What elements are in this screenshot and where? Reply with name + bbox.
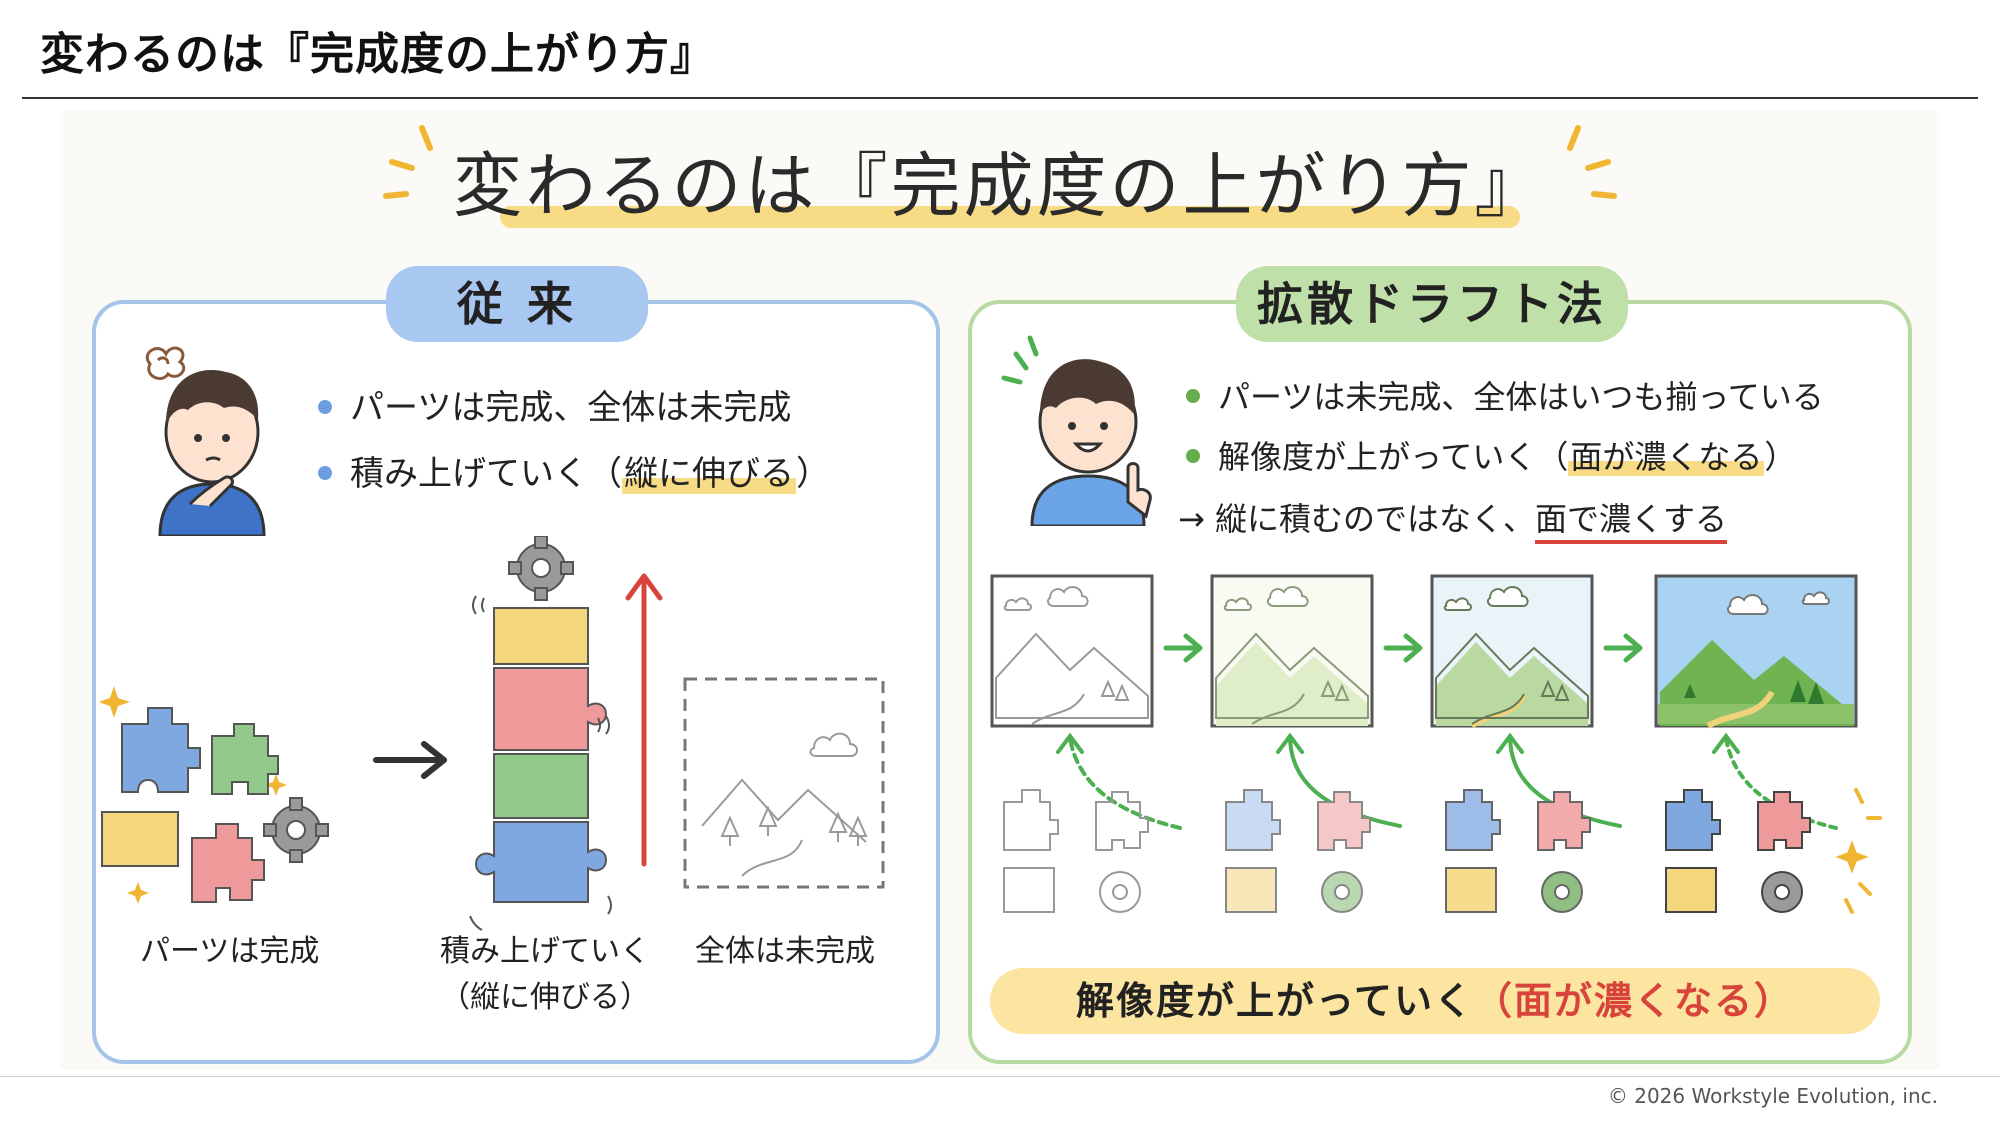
resolution-banner: 解像度が上がっていく（面が濃くなる） <box>990 968 1880 1034</box>
tree-icon <box>720 815 740 846</box>
parts-group-3 <box>1445 789 1591 913</box>
puzzle-piece-icon <box>1537 791 1591 851</box>
sparkle-icon <box>100 686 287 904</box>
main-title: 変わるのは『完成度の上がり方』 <box>452 145 1548 227</box>
right-bullet-1: パーツは未完成、全体はいつも揃っている <box>1186 372 1824 418</box>
footer-divider <box>0 1076 2000 1077</box>
caption-parts-complete: パーツは完成 <box>140 934 320 969</box>
bullet-dot <box>318 465 332 480</box>
gear-icon <box>508 536 574 601</box>
puzzle-piece-icon <box>493 607 589 665</box>
puzzle-piece-icon <box>1665 867 1717 913</box>
tree-icon <box>828 811 848 842</box>
label-conventional: 従 来 <box>386 266 648 342</box>
copyright: © 2026 Workstyle Evolution, inc. <box>1607 1084 1938 1108</box>
illustration: 変わるのは『完成度の上がり方』 従 来 パーツは完成、全体は未完成 積み上げてい… <box>60 110 1940 1070</box>
smiling-boy-icon <box>1001 335 1152 526</box>
puzzle-piece-icon <box>1225 867 1277 913</box>
puzzle-piece-icon <box>1317 791 1371 851</box>
landscape-icon <box>990 574 1154 728</box>
right-bullet-2: 解像度が上がっていく（面が濃くなる） <box>1186 432 1796 478</box>
puzzle-piece-icon <box>1757 791 1811 851</box>
puzzle-piece-icon <box>121 707 201 793</box>
parts-group-2 <box>1225 789 1371 913</box>
puzzle-piece-icon <box>493 753 589 819</box>
parts-group-1 <box>1003 789 1149 913</box>
title-sparkle-icon <box>383 125 1617 199</box>
sparkle-icon <box>1835 788 1882 914</box>
thinking-boy-icon <box>145 346 266 536</box>
puzzle-piece-icon <box>191 823 265 903</box>
puzzle-piece-icon <box>1445 867 1497 913</box>
caption-vertical: （縦に伸びる） <box>440 980 650 1015</box>
landscape-icon <box>1210 574 1374 728</box>
puzzle-piece-icon <box>101 811 179 867</box>
tree-icon <box>758 805 778 836</box>
puzzle-piece-icon <box>1665 789 1721 851</box>
landscape-icon <box>1430 574 1594 729</box>
main-title-underline <box>500 206 1520 228</box>
tree-icon <box>848 815 868 846</box>
slide-title: 変わるのは『完成度の上がり方』 <box>40 29 715 80</box>
label-diffusion-draft: 拡散ドラフト法 <box>1236 266 1628 342</box>
left-bullet-1: パーツは完成、全体は未完成 <box>318 380 791 429</box>
caption-stacking: 積み上げていく <box>440 934 650 969</box>
title-divider <box>22 97 1978 99</box>
bullet-dot <box>318 399 332 414</box>
finished-parts-illustration <box>100 686 329 904</box>
puzzle-piece-icon <box>1095 791 1149 851</box>
cloud-icon <box>809 732 858 757</box>
arrow-right-icon <box>1163 633 1643 663</box>
puzzle-piece-icon <box>1445 789 1501 851</box>
puzzle-piece-icon <box>1003 789 1059 851</box>
caption-whole-incomplete: 全体は未完成 <box>695 934 875 969</box>
bullet-dot <box>1186 449 1200 463</box>
incomplete-whole-landscape-icon <box>683 677 885 889</box>
puzzle-piece-icon <box>474 821 608 903</box>
puzzle-piece-icon <box>211 723 279 795</box>
puzzle-piece-icon <box>493 667 608 751</box>
left-bullet-2: 積み上げていく（縦に伸びる） <box>318 446 830 495</box>
gear-icon <box>263 797 329 863</box>
arrow-up-icon <box>625 573 663 867</box>
puzzle-piece-icon <box>1225 789 1281 851</box>
stacked-tower-illustration <box>469 536 612 931</box>
bullet-dot <box>1186 389 1200 403</box>
parts-group-4 <box>1665 789 1811 913</box>
puzzle-piece-icon <box>1003 867 1055 913</box>
arrow-right-icon <box>373 741 447 779</box>
resolution-progression-illustration <box>990 574 1882 914</box>
landscape-icon <box>1654 574 1858 729</box>
gear-icon <box>1099 871 1141 913</box>
right-arrow-line: → 縦に積むのではなく、面で濃くする <box>1178 494 1728 544</box>
